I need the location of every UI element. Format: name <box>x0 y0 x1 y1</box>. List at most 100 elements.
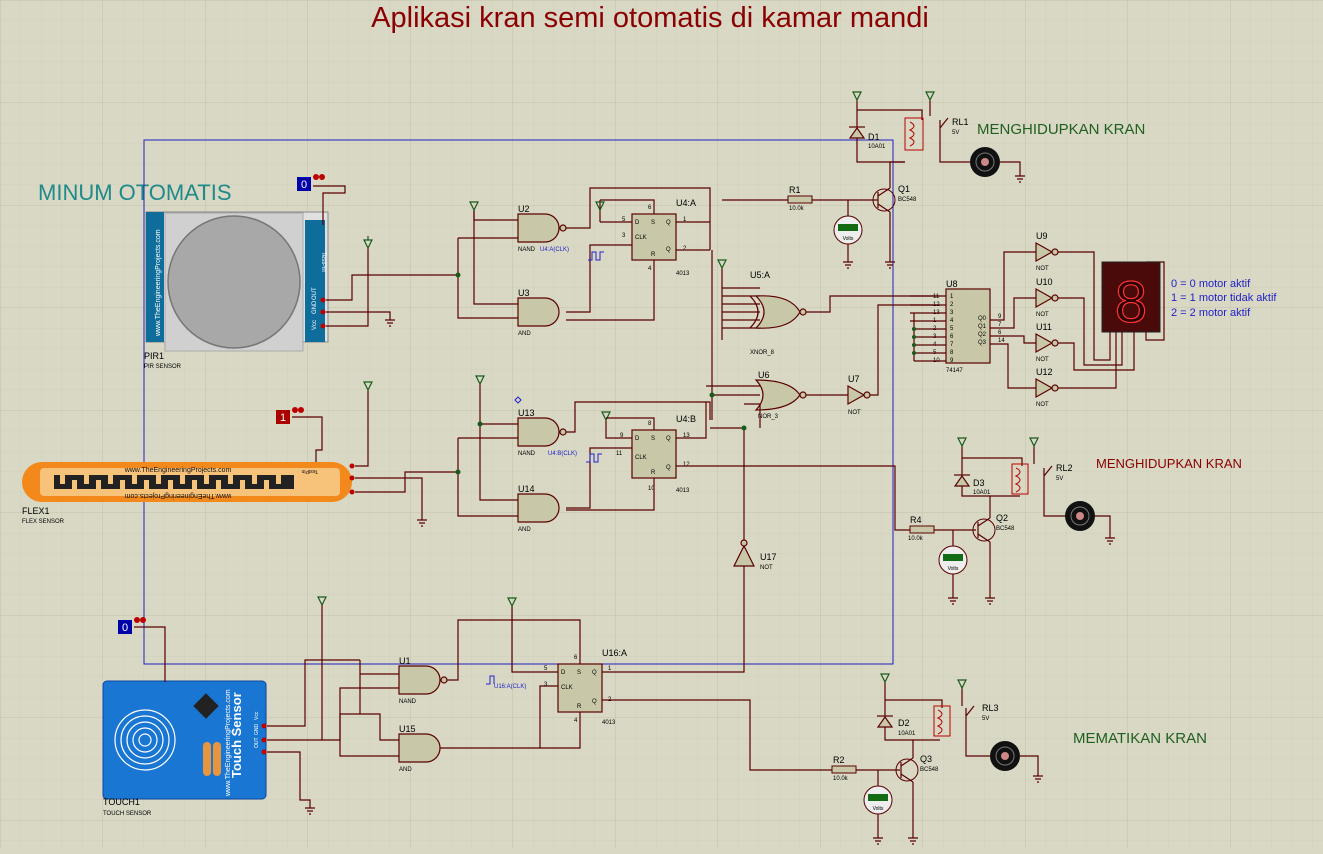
flipflop-u4b[interactable]: D S CLK R Q Q 9 8 11 10 13 12 U4:B 4013 <box>616 414 696 494</box>
schematic-title: Aplikasi kran semi otomatis di kamar man… <box>371 2 929 34</box>
svg-text:11: 11 <box>933 294 940 300</box>
svg-text:4: 4 <box>574 718 578 724</box>
touch-title: Touch Sensor <box>229 692 244 778</box>
svg-text:3: 3 <box>622 233 626 239</box>
svg-text:NOR_3: NOR_3 <box>758 414 779 420</box>
svg-text:U17: U17 <box>760 552 777 562</box>
svg-text:5: 5 <box>622 217 626 223</box>
svg-text:2: 2 <box>950 302 954 308</box>
gate-u6-nor[interactable]: U6 NOR_3 <box>754 370 807 420</box>
svg-text:7: 7 <box>950 342 954 348</box>
svg-text:9: 9 <box>620 433 624 439</box>
svg-text:R2: R2 <box>833 755 845 765</box>
svg-text:Q: Q <box>666 436 671 442</box>
touch-logic-state[interactable]: 0 <box>118 617 146 634</box>
svg-text:10A01: 10A01 <box>898 731 916 737</box>
svg-text:0: 0 <box>122 622 128 634</box>
svg-text:NOT: NOT <box>1036 266 1049 272</box>
gate-u5a-xnor[interactable]: U5:A XNOR_8 <box>749 270 807 356</box>
pir-pin-gnd: GND <box>312 300 318 314</box>
u16a-clk-label: U16:A(CLK) <box>494 684 526 690</box>
svg-text:6: 6 <box>998 330 1002 336</box>
flex-logic-state[interactable]: 1 <box>276 407 304 424</box>
gate-u14-and[interactable]: U14 AND <box>517 484 560 533</box>
svg-text:RL3: RL3 <box>982 703 999 713</box>
gate-u13-nand[interactable]: U13 NAND <box>517 408 567 457</box>
gate-u11-not[interactable]: U11 NOT <box>1035 322 1059 363</box>
svg-text:AND: AND <box>518 527 531 533</box>
svg-text:U3: U3 <box>518 288 530 298</box>
flex-sensor[interactable]: www.TheEngineeringProjects.com www.TheEn… <box>22 462 352 525</box>
relay-rl1[interactable]: RL1 5V <box>904 117 969 152</box>
svg-text:NAND: NAND <box>518 451 536 457</box>
relay-rl3[interactable]: RL3 5V <box>933 703 999 740</box>
svg-text:2: 2 <box>683 246 687 252</box>
svg-text:0 = 0 motor aktif: 0 = 0 motor aktif <box>1171 278 1251 290</box>
touch-pin-out: OUT <box>254 737 260 748</box>
svg-text:U10: U10 <box>1036 277 1053 287</box>
svg-text:12: 12 <box>683 462 690 468</box>
gate-u1-nand[interactable]: U1 NAND <box>398 656 448 705</box>
gate-u15-and[interactable]: U15 AND <box>398 724 441 773</box>
gate-u3-and[interactable]: U3 AND <box>517 288 560 337</box>
voltmeter-3[interactable]: Volts <box>863 785 893 815</box>
svg-text:D: D <box>635 436 640 442</box>
svg-text:BC548: BC548 <box>898 197 917 203</box>
svg-text:4013: 4013 <box>676 271 690 277</box>
svg-text:U14: U14 <box>518 484 535 494</box>
gate-u17-not[interactable]: U17 NOT <box>733 539 777 571</box>
svg-text:D1: D1 <box>868 132 880 142</box>
flex-site-label: www.TheEngineeringProjects.com <box>124 467 232 474</box>
svg-text:8: 8 <box>648 421 652 427</box>
transistor-q1[interactable]: Q1 BC548 <box>872 184 917 213</box>
u4a-clk-label: U4:A(CLK) <box>540 247 569 253</box>
svg-text:RL2: RL2 <box>1056 463 1073 473</box>
svg-text:8: 8 <box>950 350 954 356</box>
pir-sensor[interactable]: www.TheEngineeringProjects.com TestPin O… <box>144 211 329 370</box>
pir-ref: PIR1 <box>144 351 164 361</box>
boundary-box <box>143 139 894 665</box>
legend: 0 = 0 motor aktif 1 = 1 motor tidak akti… <box>1171 278 1277 319</box>
svg-text:Q: Q <box>592 699 597 705</box>
svg-text:CLK: CLK <box>561 685 573 691</box>
svg-text:BC548: BC548 <box>996 526 1015 532</box>
relay-rl2[interactable]: RL2 5V <box>1011 463 1073 498</box>
svg-text:1 = 1 motor tidak aktif: 1 = 1 motor tidak aktif <box>1171 292 1277 304</box>
pir-pin-out: OUT <box>312 287 318 300</box>
motor-3[interactable] <box>990 741 1020 771</box>
svg-text:Q: Q <box>592 670 597 676</box>
motor-1[interactable] <box>970 147 1000 177</box>
flipflop-u4a[interactable]: D S CLK R Q Q 5 6 3 4 1 2 U4:A 4013 <box>622 198 696 277</box>
relay3-label: MEMATIKAN KRAN <box>1073 730 1207 747</box>
pir-testpin-label: TestPin <box>320 252 326 272</box>
svg-text:D: D <box>635 220 640 226</box>
touch-sensor[interactable]: Touch Sensor www.TheEngineeringProjects.… <box>102 680 267 817</box>
voltmeter-1[interactable]: Volts <box>833 215 863 245</box>
touch-site-label: www.TheEngineeringProjects.com <box>225 689 232 797</box>
transistor-q3[interactable]: Q3 BC548 <box>895 754 939 783</box>
svg-text:Q3: Q3 <box>920 754 932 764</box>
encoder-u8[interactable]: U8 74147 1 2 3 4 5 6 7 8 9 11 12 13 1 2 … <box>933 279 1005 374</box>
svg-text:10.0k: 10.0k <box>833 776 849 782</box>
voltmeter-2[interactable]: Volts <box>938 545 968 575</box>
svg-text:U8: U8 <box>946 279 958 289</box>
svg-text:Q2: Q2 <box>996 513 1008 523</box>
gate-u10-not[interactable]: U10 NOT <box>1035 277 1059 318</box>
gate-u12-not[interactable]: U12 NOT <box>1035 367 1059 408</box>
svg-text:4: 4 <box>648 266 652 272</box>
svg-text:1: 1 <box>280 412 286 424</box>
svg-text:D3: D3 <box>973 478 985 488</box>
seven-segment-display: 8 <box>1101 261 1161 336</box>
svg-text:Volts: Volts <box>948 566 959 572</box>
motor-2[interactable] <box>1065 501 1095 531</box>
gate-u2-nand[interactable]: U2 NAND <box>517 204 567 253</box>
svg-text:U16:A: U16:A <box>602 648 627 658</box>
transistor-q2[interactable]: Q2 BC548 <box>972 513 1015 543</box>
pir-logic-state[interactable]: 0 <box>297 174 325 191</box>
svg-text:Q: Q <box>666 220 671 226</box>
u4b-clk-label: U4:B(CLK) <box>548 451 577 457</box>
flipflop-u16a[interactable]: D S CLK R Q Q 5 6 3 4 1 2 U16:A 4013 <box>544 648 627 726</box>
svg-text:U9: U9 <box>1036 231 1048 241</box>
svg-text:BC548: BC548 <box>920 767 939 773</box>
